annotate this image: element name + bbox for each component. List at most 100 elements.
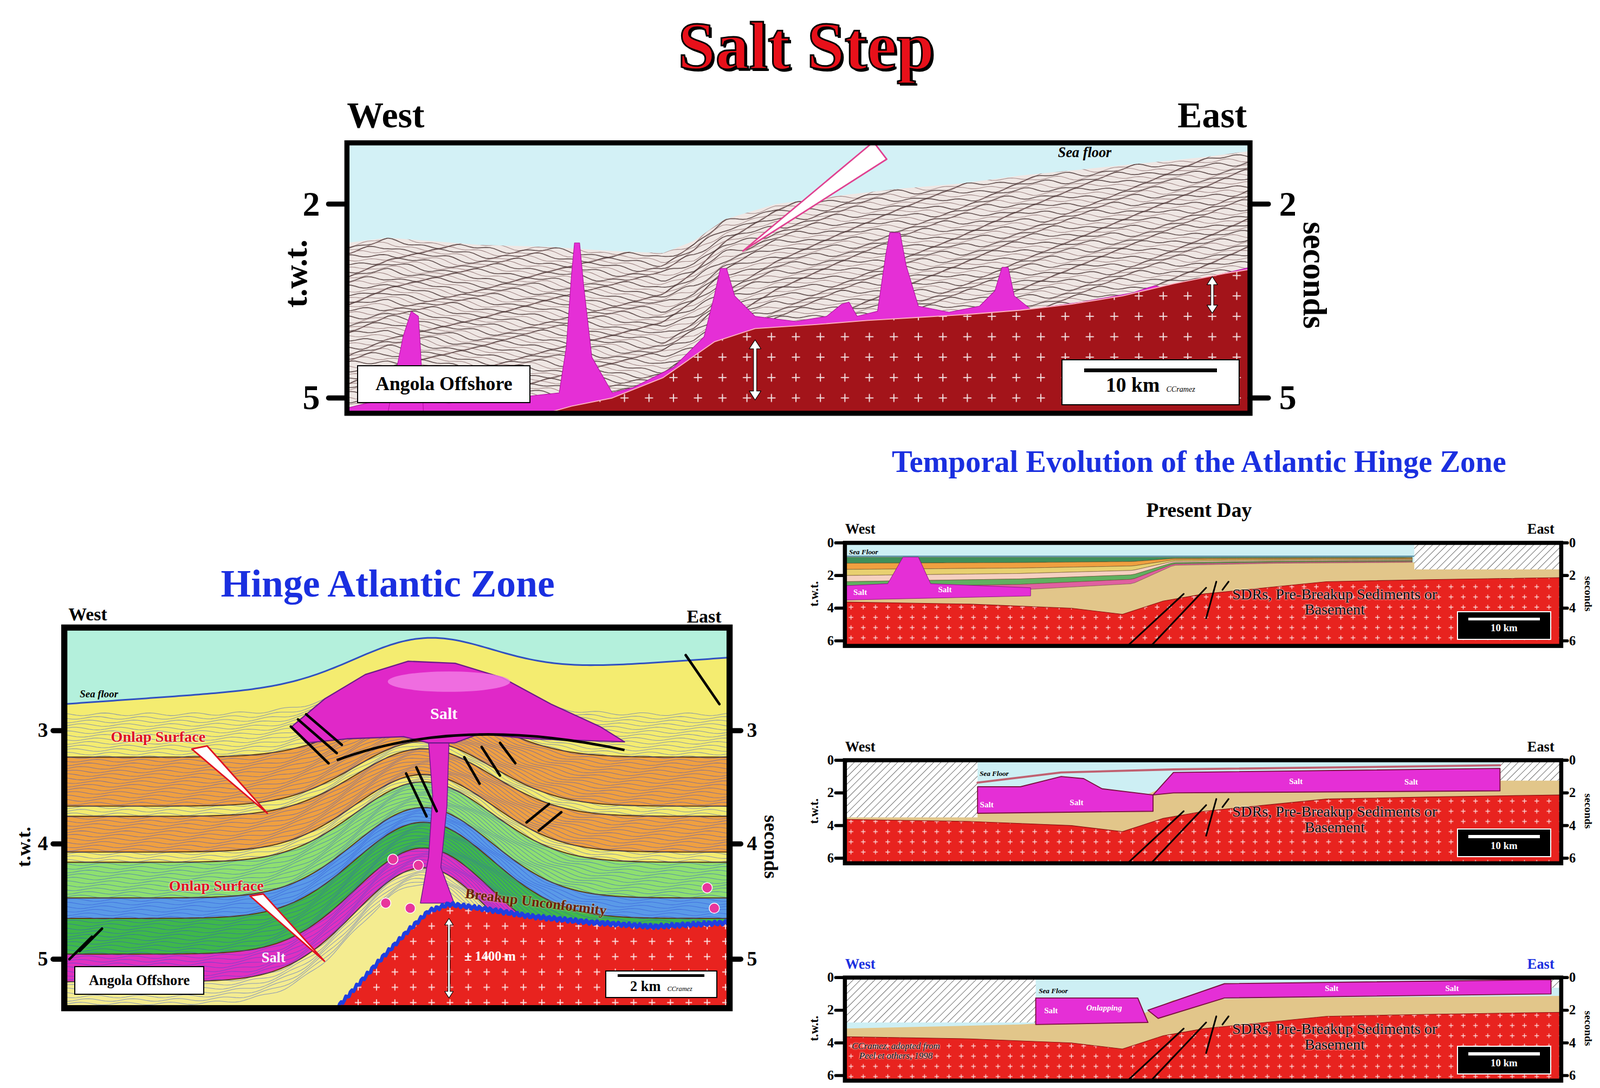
label: Salt [1069, 798, 1084, 808]
label: East [686, 606, 722, 627]
graphic [53, 141, 1568, 1081]
axis-tick [1560, 758, 1567, 762]
axis-tick [729, 728, 742, 734]
salt-body [346, 232, 1250, 413]
label: 0 [1569, 753, 1576, 768]
label: 2 [827, 785, 834, 800]
double-arrow [1207, 276, 1219, 314]
strata-band [64, 807, 730, 1008]
label: 0 [827, 970, 834, 985]
strata-band [64, 748, 730, 1009]
fault-line [526, 804, 549, 823]
label: 4 [827, 818, 834, 833]
axis-tick [835, 1073, 845, 1078]
node-text: CCramez [1166, 385, 1195, 394]
axis-tick [835, 758, 845, 762]
label: seconds [1297, 222, 1332, 330]
text-row: Angola Offshore [375, 373, 513, 395]
label: Sea Floor [979, 769, 1009, 778]
marker-dot [387, 853, 399, 865]
marker-dot [702, 882, 713, 893]
node-text: Angola Offshore [88, 973, 190, 989]
label: Onlapping [1086, 1003, 1123, 1013]
seismic-reflector [346, 173, 1249, 280]
reflector-line [64, 777, 730, 859]
axis-tick [729, 956, 742, 962]
axis-tick [835, 856, 845, 860]
strata-band [64, 821, 730, 1008]
strata-band [64, 705, 730, 1008]
label: t.w.t. [807, 581, 821, 607]
onlap-arrow [191, 746, 268, 814]
label: t.w.t. [807, 798, 821, 825]
axis-tick [1560, 791, 1567, 795]
label: Sea floor [1058, 145, 1112, 161]
label: t.w.t. [279, 239, 314, 308]
axis-tick [835, 639, 845, 643]
label: Salt [1404, 778, 1418, 788]
seismic-reflector [346, 169, 1249, 277]
title: Salt Step [677, 7, 935, 85]
label: West [68, 604, 108, 625]
label: Sea Floor [849, 548, 879, 556]
text-row: 10 km [1490, 840, 1518, 852]
axis-tick [835, 1041, 845, 1045]
node-text: 2 km [630, 979, 661, 995]
axis-tick [1560, 856, 1567, 860]
label: 2 [827, 568, 834, 583]
label: 6 [1569, 1068, 1576, 1083]
reflector-line [64, 804, 730, 895]
axis-tick [1560, 639, 1567, 643]
reflector-line [64, 760, 730, 834]
label: Hinge Atlantic Zone [219, 562, 556, 606]
seismic-reflector [346, 167, 1249, 272]
label: SDRs, Pre-Breakup Sediments or Basement [1217, 586, 1453, 618]
label: CCramez, adopted from Peel et others, 19… [846, 1041, 945, 1061]
fault-line [1206, 581, 1217, 619]
fault-line [1206, 799, 1217, 837]
label: 5 [302, 379, 320, 417]
scale-box: 10 kmCCramez [1061, 359, 1241, 406]
label: 6 [1569, 633, 1576, 649]
axis-tick [328, 395, 347, 401]
fault-line [336, 734, 625, 761]
label: Salt [430, 705, 458, 723]
label: Onlap Surface [110, 728, 206, 746]
graphic [844, 542, 1561, 646]
scale-bar [1468, 617, 1540, 621]
label: 0 [827, 753, 834, 768]
axis-tick [835, 606, 845, 611]
label: t.w.t. [14, 826, 35, 868]
reflector-line [64, 729, 730, 791]
axis-tick [1249, 395, 1269, 401]
double-arrow [444, 918, 454, 999]
axis-tick [1560, 573, 1567, 578]
basement [844, 794, 1561, 864]
axis-tick [1560, 606, 1567, 611]
fault-line [1150, 587, 1207, 646]
scale-box: 2 kmCCramez [605, 970, 718, 999]
label: 6 [827, 633, 834, 649]
fault-line [79, 928, 102, 951]
reflector-line [64, 742, 730, 809]
text-row: 10 km [1490, 1057, 1518, 1069]
fault-line [69, 936, 92, 960]
pointer-arrow [742, 141, 887, 252]
label: seconds [1583, 793, 1595, 829]
scale-bar [617, 974, 705, 978]
label: Temporal Evolution of the Atlantic Hinge… [891, 445, 1507, 478]
marker-dot [413, 860, 424, 871]
reflector-line [64, 748, 730, 820]
label: 0 [1569, 535, 1576, 550]
axis-tick [835, 975, 845, 980]
label: 6 [827, 851, 834, 866]
text-row: Angola Offshore [88, 973, 190, 989]
marker-dot [709, 903, 720, 914]
graphic [64, 627, 730, 1008]
label: 5 [1279, 379, 1297, 417]
label: 4 [37, 833, 49, 855]
scale-bar [1468, 834, 1540, 839]
label: 5 [747, 948, 758, 971]
panel-rect [346, 143, 1250, 414]
